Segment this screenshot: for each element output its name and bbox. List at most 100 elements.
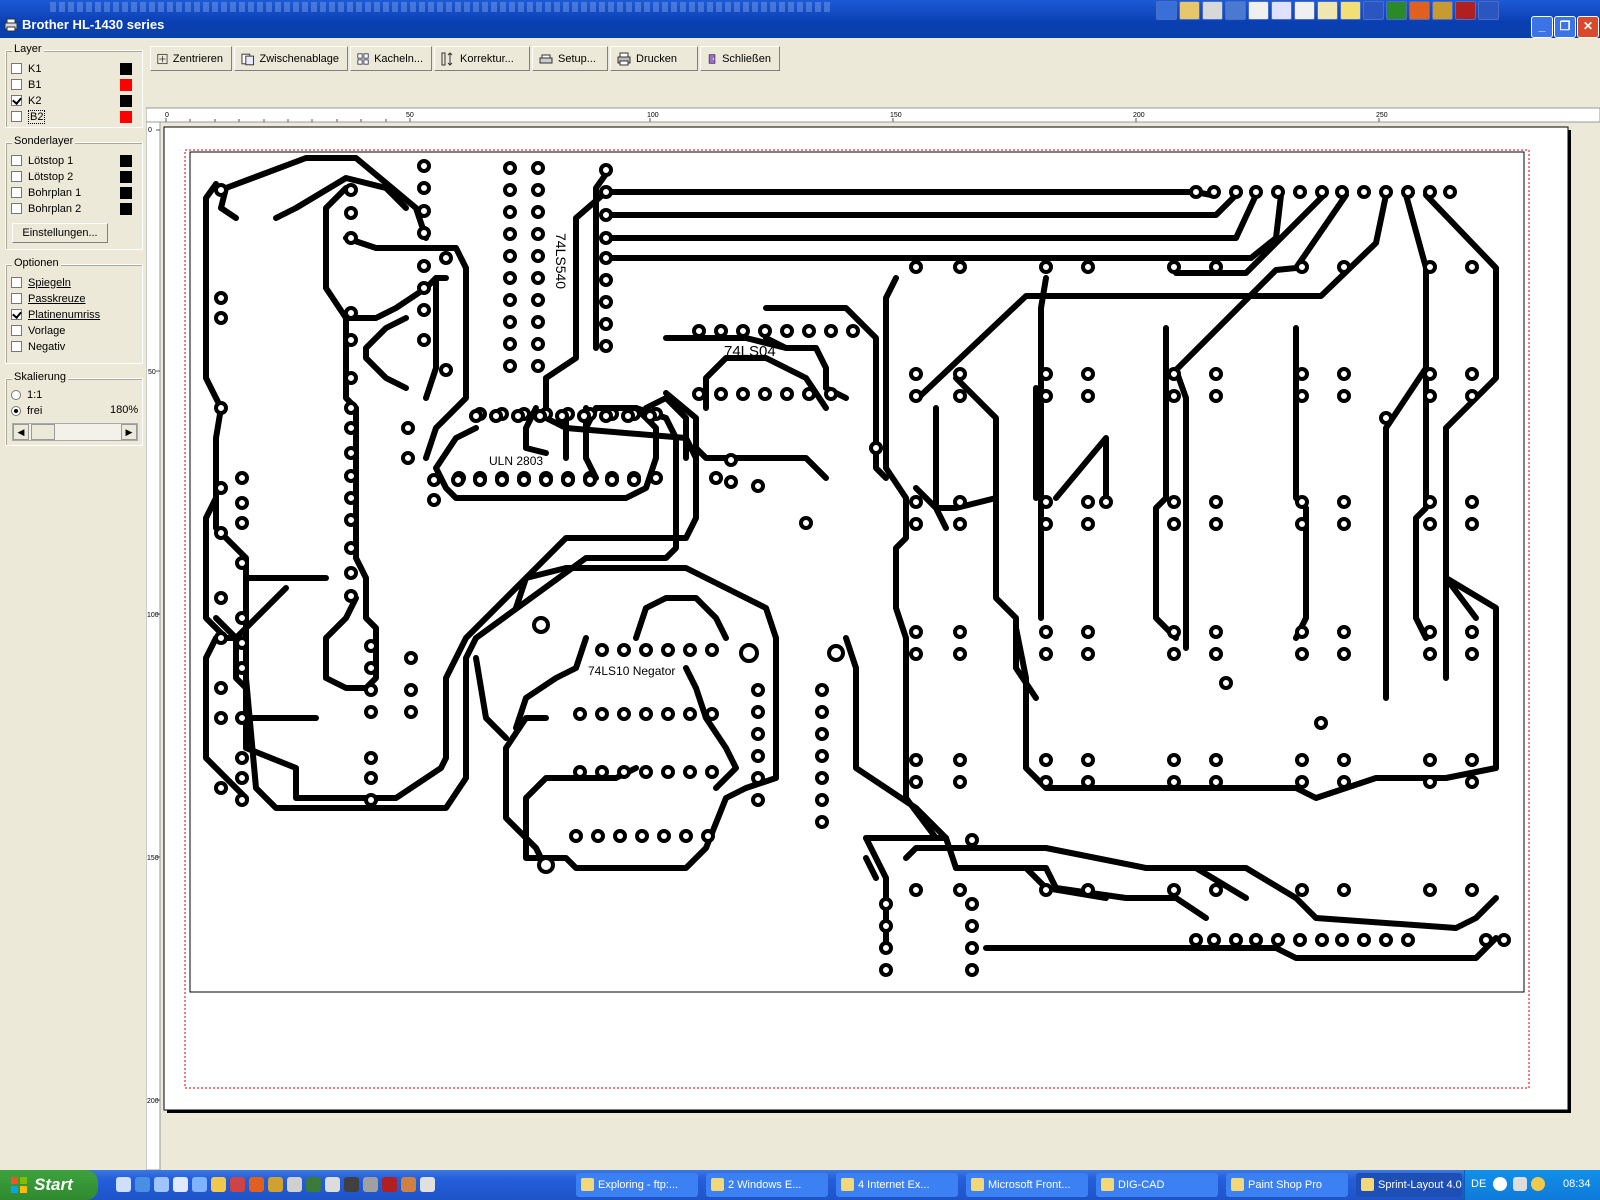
loetstop2-checkbox[interactable] bbox=[11, 171, 22, 182]
quicklaunch-icon-17[interactable] bbox=[420, 1177, 435, 1192]
task-paint-shop-pro[interactable]: Paint Shop Pro bbox=[1226, 1173, 1348, 1197]
setup-button[interactable]: Setup... bbox=[532, 46, 608, 71]
option-spiegeln[interactable]: Spiegeln bbox=[11, 275, 71, 290]
zwischenablage-button[interactable]: Zwischenablage bbox=[234, 46, 348, 71]
quicklaunch-icon-11[interactable] bbox=[306, 1177, 321, 1192]
zoom-slider[interactable]: ◀ ▶ bbox=[12, 423, 138, 441]
quicklaunch-icon-8[interactable] bbox=[249, 1177, 264, 1192]
sonderlayer-bohrplan1[interactable]: Bohrplan 1 bbox=[11, 185, 81, 200]
task-windows-explorer[interactable]: 2 Windows E... bbox=[706, 1173, 828, 1197]
layer-b1-color-swatch[interactable] bbox=[120, 79, 132, 91]
option-vorlage[interactable]: Vorlage bbox=[11, 323, 65, 338]
close-button[interactable]: ✕ bbox=[1577, 16, 1599, 38]
layer-group: Layer K1 B1 K2 B2 bbox=[5, 43, 143, 128]
layer-b2-color-swatch[interactable] bbox=[120, 111, 132, 123]
quicklaunch-icon-7[interactable] bbox=[230, 1177, 245, 1192]
quicklaunch-icon-2[interactable] bbox=[135, 1177, 150, 1192]
language-indicator[interactable]: DE bbox=[1471, 1178, 1487, 1190]
ruler-left-50: 50 bbox=[148, 369, 156, 376]
quicklaunch-icon-13[interactable] bbox=[344, 1177, 359, 1192]
einstellungen-button[interactable]: Einstellungen... bbox=[12, 223, 108, 243]
zoom-left-arrow-icon[interactable]: ◀ bbox=[13, 424, 29, 440]
minimize-button[interactable]: _ bbox=[1531, 16, 1553, 38]
quicklaunch-icon-3[interactable] bbox=[154, 1177, 169, 1192]
tray-app-icon[interactable] bbox=[1513, 1177, 1527, 1191]
bohrplan1-checkbox[interactable] bbox=[11, 187, 22, 198]
quicklaunch-icon-15[interactable] bbox=[382, 1177, 397, 1192]
layer-k2[interactable]: K2 bbox=[11, 93, 41, 108]
sonderlayer-group: Sonderlayer Lötstop 1 Lötstop 2 Bohrplan… bbox=[5, 135, 143, 250]
sonderlayer-loetstop2[interactable]: Lötstop 2 bbox=[11, 169, 73, 184]
print-preview-canvas[interactable]: 0 50 100 150 200 250 0 50 100 150 200 bbox=[145, 78, 1600, 1171]
zoom-right-arrow-icon[interactable]: ▶ bbox=[121, 424, 137, 440]
window-titlebar[interactable]: Brother HL-1430 series _ ❐ ✕ bbox=[0, 0, 1600, 38]
option-passkreuze[interactable]: Passkreuze bbox=[11, 291, 85, 306]
zoom-slider-thumb[interactable] bbox=[31, 424, 55, 440]
start-button[interactable]: Start bbox=[0, 1170, 98, 1200]
task-exploring-ftp[interactable]: Exploring - ftp:... bbox=[576, 1173, 698, 1197]
ruler-top-50: 50 bbox=[406, 112, 414, 119]
vorlage-checkbox[interactable] bbox=[11, 325, 22, 336]
quicklaunch-icon-10[interactable] bbox=[287, 1177, 302, 1192]
windows-taskbar: Start Exploring - ftp:... 2 Windows E...… bbox=[0, 1170, 1600, 1200]
option-platinenumriss[interactable]: Platinenumriss bbox=[11, 307, 100, 322]
loetstop2-color-swatch[interactable] bbox=[120, 171, 132, 183]
ruler-left-150: 150 bbox=[147, 855, 159, 862]
scale-option-frei[interactable]: frei bbox=[11, 403, 42, 418]
ruler-left-100: 100 bbox=[147, 612, 159, 619]
quicklaunch-icon-9[interactable] bbox=[268, 1177, 283, 1192]
layer-k2-color-swatch[interactable] bbox=[120, 95, 132, 107]
layer-b2[interactable]: B2 bbox=[11, 109, 46, 124]
bohrplan2-color-swatch[interactable] bbox=[120, 203, 132, 215]
quicklaunch-icon-6[interactable] bbox=[211, 1177, 226, 1192]
setup-icon bbox=[539, 54, 553, 63]
zentrieren-button[interactable]: Zentrieren bbox=[150, 46, 232, 71]
loetstop1-color-swatch[interactable] bbox=[120, 155, 132, 167]
skalierung-group: Skalierung 1:1 frei 180% ◀ ▶ bbox=[5, 371, 143, 446]
scale-frei-radio[interactable] bbox=[11, 405, 21, 416]
kacheln-button[interactable]: Kacheln... bbox=[350, 46, 432, 71]
task-microsoft-frontpage[interactable]: Microsoft Front... bbox=[966, 1173, 1088, 1197]
layer-k1-checkbox[interactable] bbox=[11, 63, 22, 74]
quicklaunch-icon-14[interactable] bbox=[363, 1177, 378, 1192]
close-door-icon bbox=[708, 53, 716, 64]
spiegeln-checkbox[interactable] bbox=[11, 277, 22, 288]
clock[interactable]: 08:34 bbox=[1563, 1178, 1591, 1190]
layer-b1-checkbox[interactable] bbox=[11, 79, 22, 90]
windows-flag-icon bbox=[11, 1177, 27, 1193]
layer-b1[interactable]: B1 bbox=[11, 77, 41, 92]
bohrplan2-checkbox[interactable] bbox=[11, 203, 22, 214]
platinenumriss-checkbox[interactable] bbox=[11, 309, 22, 320]
quicklaunch-icon-4[interactable] bbox=[173, 1177, 188, 1192]
korrektur-button[interactable]: Korrektur... bbox=[434, 46, 530, 71]
drucken-button[interactable]: Drucken bbox=[610, 46, 698, 71]
layer-k2-checkbox[interactable] bbox=[11, 95, 22, 106]
tray-status-icon[interactable] bbox=[1531, 1177, 1545, 1191]
task-dig-cad[interactable]: DIG-CAD bbox=[1096, 1173, 1218, 1197]
ruler-top bbox=[145, 107, 1600, 123]
printer-icon bbox=[617, 52, 631, 65]
option-negativ[interactable]: Negativ bbox=[11, 339, 65, 354]
bohrplan1-color-swatch[interactable] bbox=[120, 187, 132, 199]
quicklaunch-icon-12[interactable] bbox=[325, 1177, 340, 1192]
quicklaunch-icon-1[interactable] bbox=[116, 1177, 131, 1192]
print-toolbar: Zentrieren Zwischenablage Kacheln... Kor… bbox=[150, 46, 780, 73]
passkreuze-checkbox[interactable] bbox=[11, 293, 22, 304]
schliessen-button[interactable]: Schließen bbox=[700, 46, 780, 71]
tray-expand-icon[interactable] bbox=[1493, 1177, 1507, 1191]
layer-k1-color-swatch[interactable] bbox=[120, 63, 132, 75]
center-icon bbox=[157, 53, 168, 64]
task-sprint-layout[interactable]: Sprint-Layout 4.0 bbox=[1356, 1173, 1462, 1197]
layer-b2-checkbox[interactable] bbox=[11, 111, 22, 122]
sonderlayer-loetstop1[interactable]: Lötstop 1 bbox=[11, 153, 73, 168]
loetstop1-checkbox[interactable] bbox=[11, 155, 22, 166]
scale-option-1to1[interactable]: 1:1 bbox=[11, 387, 42, 402]
negativ-checkbox[interactable] bbox=[11, 341, 22, 352]
quicklaunch-icon-5[interactable] bbox=[192, 1177, 207, 1192]
layer-k1[interactable]: K1 bbox=[11, 61, 41, 76]
maximize-button[interactable]: ❐ bbox=[1554, 16, 1576, 38]
quicklaunch-icon-16[interactable] bbox=[401, 1177, 416, 1192]
scale-1to1-radio[interactable] bbox=[11, 389, 21, 400]
task-internet-explorer[interactable]: 4 Internet Ex... bbox=[836, 1173, 958, 1197]
sonderlayer-bohrplan2[interactable]: Bohrplan 2 bbox=[11, 201, 81, 216]
